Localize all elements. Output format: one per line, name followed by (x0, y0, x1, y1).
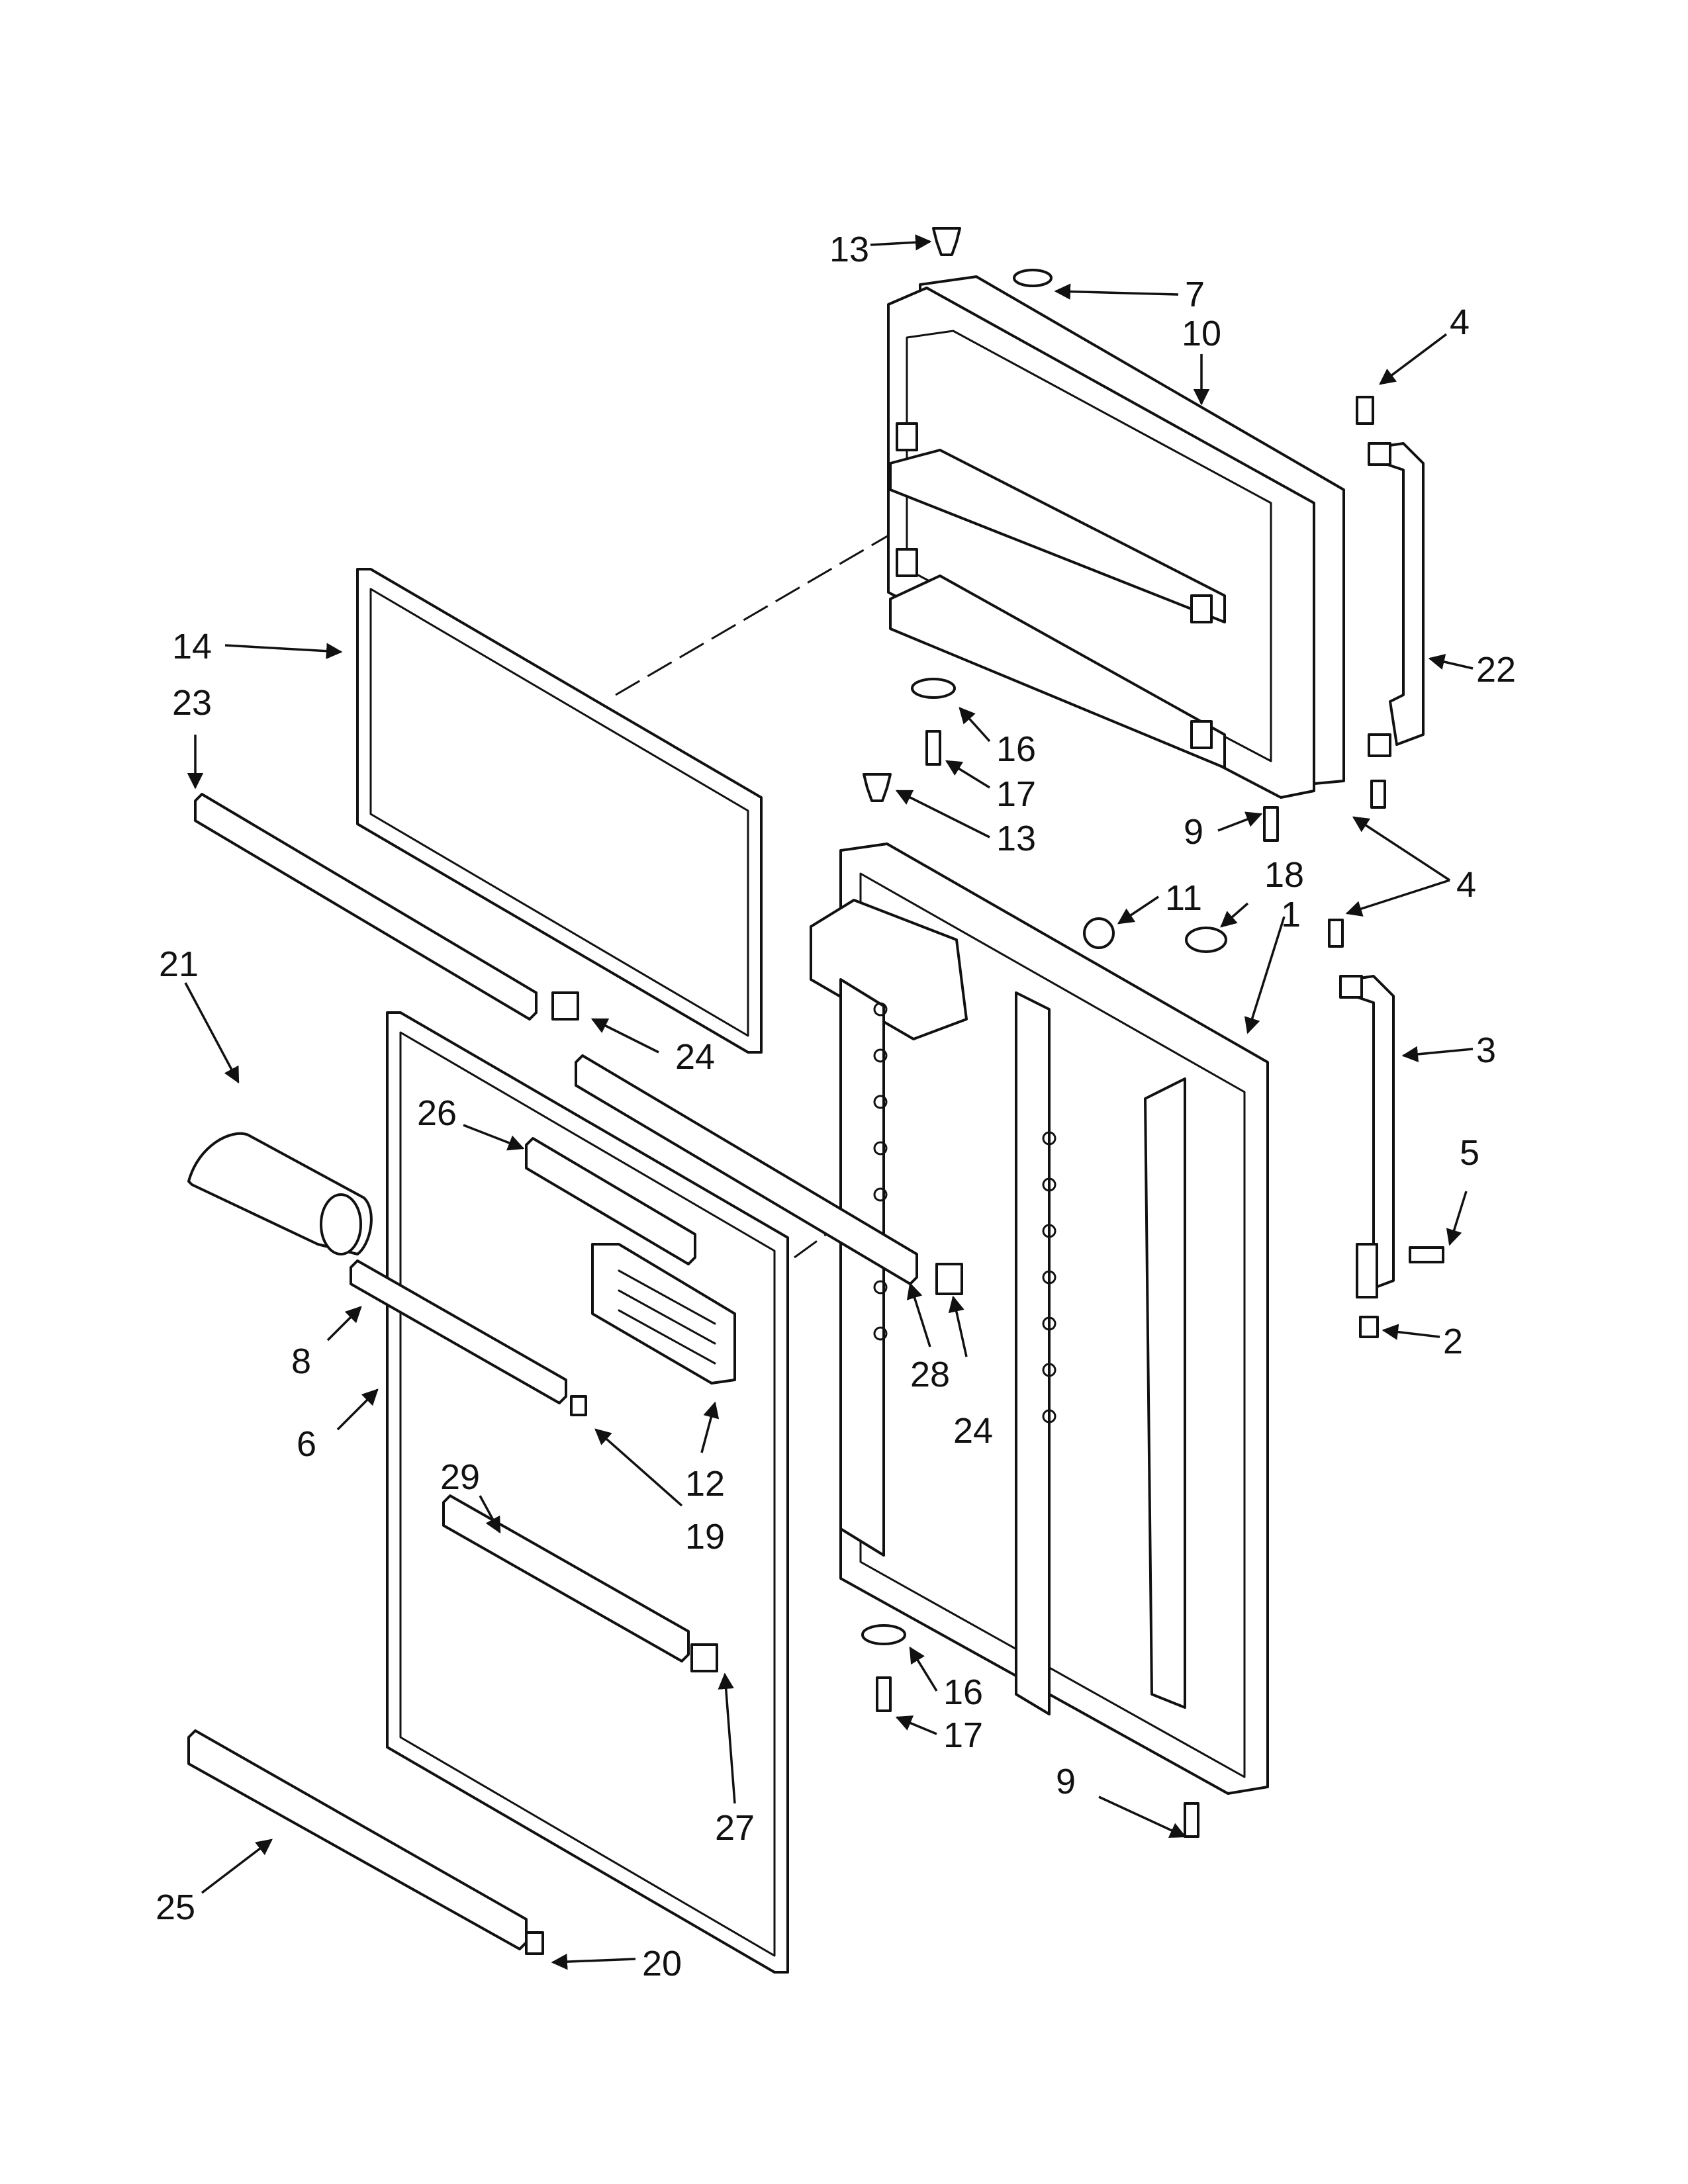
callout-14: 14 (172, 627, 212, 666)
upper-handle (1368, 442, 1425, 757)
callout-16-upper: 16 (996, 729, 1036, 769)
screw-17-lower (876, 1676, 892, 1712)
callout-21: 21 (159, 944, 199, 984)
utility-compartment-12 (591, 1243, 736, 1385)
callout-9-upper: 9 (1184, 812, 1203, 852)
callout-16-lower: 16 (943, 1672, 983, 1712)
screw-9-upper (1263, 806, 1279, 842)
callout-23: 23 (172, 683, 212, 723)
screw-17-upper (925, 730, 941, 766)
rail-8 (350, 1259, 567, 1404)
callout-25: 25 (156, 1888, 195, 1927)
callout-13-upper: 13 (829, 230, 869, 269)
callout-7: 7 (1185, 275, 1205, 314)
clip-24-upper (551, 991, 579, 1021)
callout-11: 11 (1165, 878, 1202, 918)
callout-20: 20 (642, 1944, 682, 1983)
callout-22: 22 (1476, 650, 1516, 690)
plug-13-upper (932, 227, 961, 256)
callout-28: 28 (910, 1355, 950, 1394)
plug-11 (1083, 917, 1115, 949)
rail-23 (194, 793, 538, 1021)
hinge-16-upper (911, 678, 956, 699)
freezer-door-gasket (356, 568, 763, 1054)
callout-24-upper: 24 (675, 1037, 715, 1077)
callout-8: 8 (291, 1342, 311, 1381)
clip-19 (570, 1395, 587, 1416)
rail-28 (575, 1054, 918, 1285)
clip-20 (525, 1931, 544, 1955)
screw-4-upper (1356, 396, 1374, 425)
clip-2 (1359, 1316, 1379, 1338)
lower-handle (1339, 975, 1395, 1298)
callout-4-lower: 4 (1456, 865, 1476, 905)
rail-26 (525, 1137, 696, 1265)
callout-3: 3 (1476, 1030, 1496, 1070)
callout-18: 18 (1264, 855, 1304, 895)
hinge-16-lower (861, 1624, 906, 1645)
callout-labels: 13 7 10 4 22 16 17 13 9 11 18 1 4 3 5 2 … (156, 230, 1516, 1983)
plug-18 (1185, 927, 1227, 953)
callout-29: 29 (440, 1457, 480, 1497)
screw-4-mid (1370, 780, 1386, 809)
plug-13-lower (863, 773, 892, 802)
callout-6: 6 (297, 1424, 316, 1464)
screw-4-lower (1328, 919, 1344, 948)
hardware (861, 227, 1444, 1838)
callout-27: 27 (715, 1808, 755, 1848)
callout-10: 10 (1182, 314, 1221, 353)
callout-19: 19 (685, 1517, 725, 1557)
screw-5 (1409, 1246, 1444, 1263)
callout-4-top: 4 (1450, 302, 1470, 342)
leader-lines (184, 234, 1474, 1970)
callout-26: 26 (417, 1093, 457, 1133)
callout-1: 1 (1281, 895, 1301, 934)
callout-2: 2 (1443, 1322, 1463, 1361)
fresh-food-door-liner (810, 842, 1269, 1795)
callout-24-lower: 24 (953, 1411, 993, 1451)
callout-9-lower: 9 (1056, 1762, 1076, 1801)
clip-24-lower (935, 1263, 963, 1295)
screw-9-lower (1184, 1802, 1199, 1838)
callout-12: 12 (685, 1464, 725, 1504)
callout-13-lower: 13 (996, 819, 1036, 858)
callout-17-upper: 17 (996, 774, 1036, 814)
rail-29 (442, 1494, 690, 1662)
freezer-door-liner (887, 275, 1345, 799)
dairy-compartment-21 (187, 1132, 373, 1255)
callout-17-lower: 17 (943, 1715, 983, 1755)
clip-27 (690, 1643, 718, 1672)
hinge-cover-7 (1013, 269, 1053, 287)
callout-5: 5 (1460, 1133, 1479, 1173)
shelf-rails (187, 793, 963, 1955)
